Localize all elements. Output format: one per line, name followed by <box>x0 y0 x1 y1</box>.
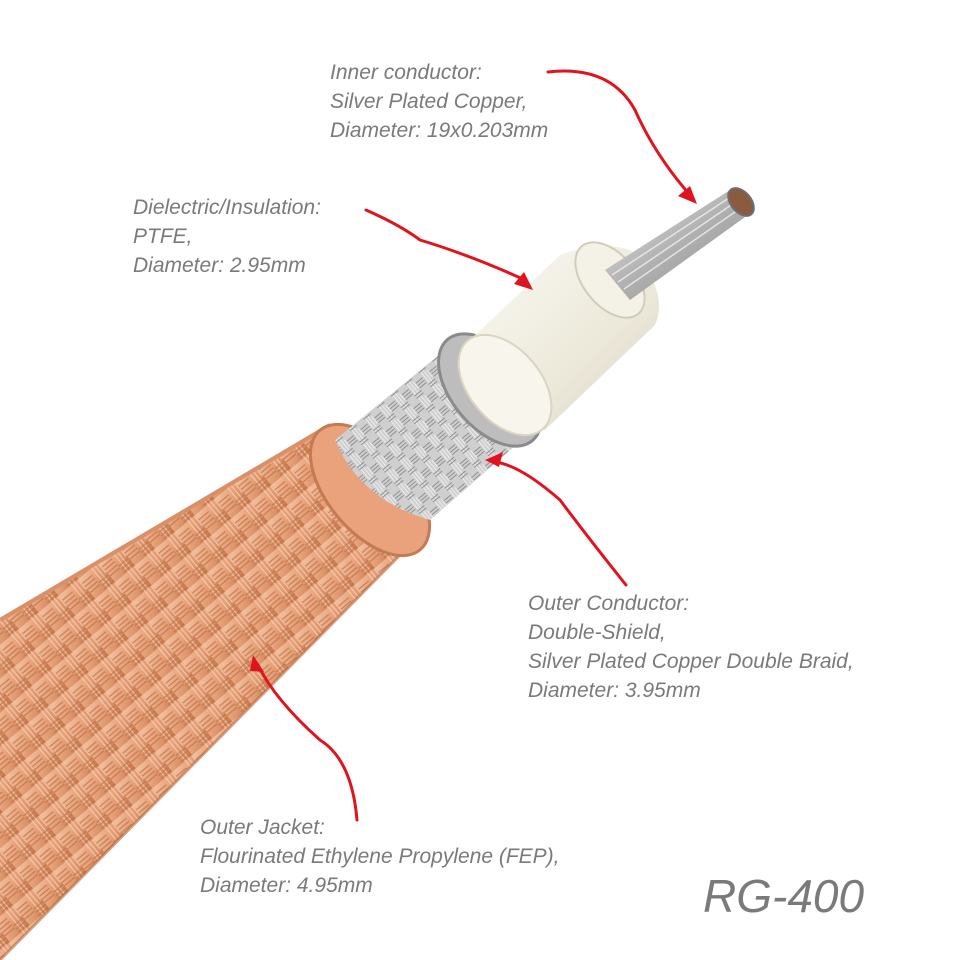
outer-jacket-title: Outer Jacket: <box>200 816 325 839</box>
inner-conductor-arrow <box>546 69 692 197</box>
outer-conductor-title: Outer Conductor: <box>528 592 690 615</box>
outer-conductor-arrowhead <box>485 452 503 467</box>
outer-jacket-body <box>0 422 432 960</box>
dielectric-arrow <box>364 208 527 282</box>
dielectric-diameter: Diameter: 2.95mm <box>133 254 306 277</box>
inner-conductor-arrowhead <box>678 186 697 204</box>
dielectric-material: PTFE, <box>133 225 193 248</box>
dielectric-arrowhead <box>514 272 533 290</box>
dielectric-insulation <box>457 241 660 437</box>
outer-conductor-arrow <box>493 460 628 587</box>
outer-jacket-arrowhead <box>250 655 264 672</box>
outer-conductor-material: Silver Plated Copper Double Braid, <box>528 650 854 673</box>
outer-jacket-material: Flourinated Ethylene Propylene (FEP), <box>200 845 560 868</box>
outer-jacket-diameter: Diameter: 4.95mm <box>200 874 373 897</box>
outer-jacket-label: Outer Jacket: Flourinated Ethylene Propy… <box>200 813 560 900</box>
inner-conductor-wires <box>605 187 755 300</box>
outer-conductor-diameter: Diameter: 3.95mm <box>528 679 701 702</box>
inner-conductor-label: Inner conductor: Silver Plated Copper, D… <box>330 58 548 145</box>
model-name: RG-400 <box>703 870 865 922</box>
dielectric-label: Dielectric/Insulation: PTFE, Diameter: 2… <box>133 193 321 280</box>
inner-conductor-title: Inner conductor: <box>330 61 482 84</box>
inner-conductor-diameter: Diameter: 19x0.203mm <box>330 119 549 142</box>
inner-conductor-material: Silver Plated Copper, <box>330 90 528 113</box>
outer-conductor-type: Double-Shield, <box>528 621 666 644</box>
outer-jacket-arrow <box>256 663 359 822</box>
outer-conductor-label: Outer Conductor: Double-Shield, Silver P… <box>528 589 854 705</box>
dielectric-title: Dielectric/Insulation: <box>133 196 321 219</box>
